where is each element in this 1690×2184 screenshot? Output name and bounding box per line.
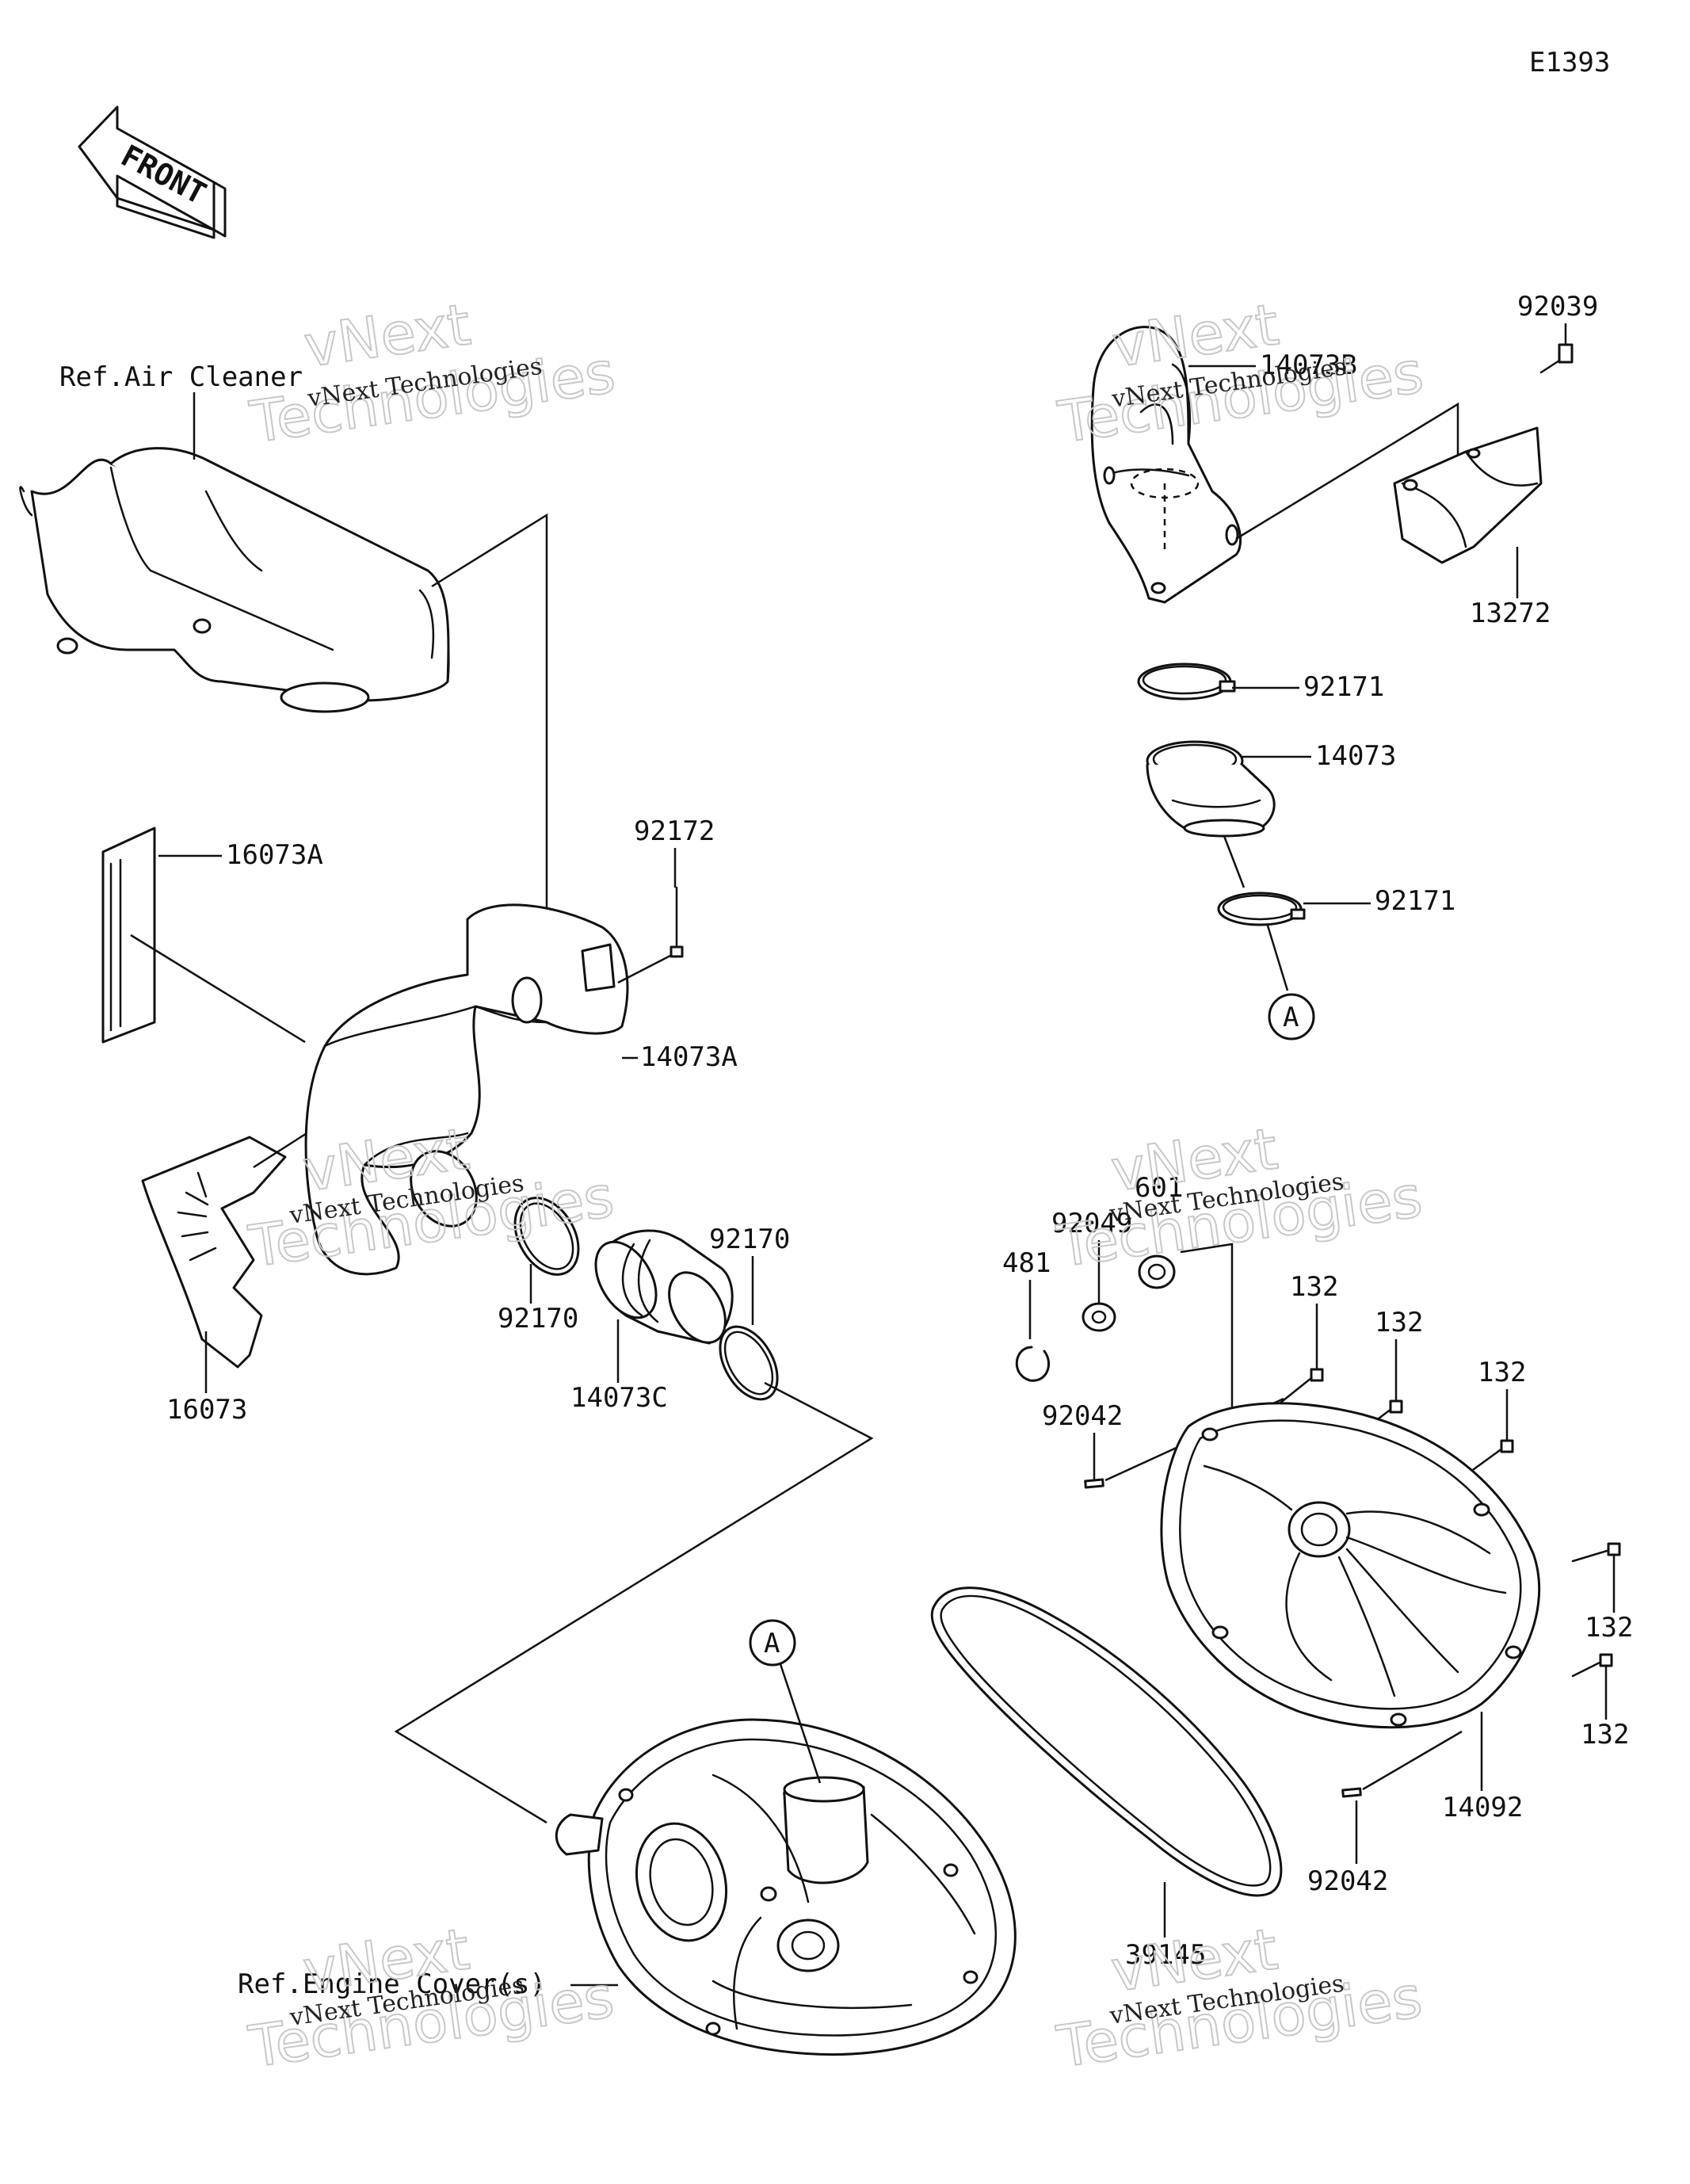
- clamp-92170-left: [513, 1197, 580, 1276]
- label-16073a: 16073A: [226, 839, 323, 871]
- label-92172: 92172: [634, 815, 715, 847]
- watermark-4: vNext Technologies vNext Technologies: [1052, 1114, 1427, 1281]
- watermark-6: vNext Technologies vNext Technologies: [1052, 1915, 1427, 2081]
- label-14073: 14073: [1315, 740, 1396, 772]
- gasket-39145: [930, 1586, 1283, 1897]
- diagram-id: E1393: [1529, 47, 1610, 78]
- label-92171-upper: 92171: [1303, 671, 1384, 703]
- shield-16073: [141, 1136, 287, 1369]
- label-14073b: 14073B: [1260, 349, 1357, 381]
- watermark-2: vNext Technologies vNext Technologies: [1053, 290, 1428, 456]
- air-cleaner-assembly: [19, 447, 450, 713]
- label-14073c: 14073C: [570, 1382, 668, 1414]
- marker-a-lower-label: A: [764, 1628, 780, 1659]
- label-132-d: 132: [1585, 1612, 1633, 1644]
- boot-14073: [1146, 740, 1276, 838]
- dowels-92042: [1084, 1478, 1362, 1798]
- seal-92049: [1082, 1302, 1116, 1332]
- label-92042-upper: 92042: [1042, 1400, 1123, 1432]
- label-16073: 16073: [166, 1394, 247, 1426]
- circlip-481: [1015, 1346, 1051, 1382]
- clamp-92171-lower: [1217, 892, 1306, 926]
- label-92170-right: 92170: [709, 1224, 790, 1255]
- duct-14073b: [1090, 326, 1242, 604]
- label-92042-lower: 92042: [1307, 1865, 1388, 1897]
- marker-a-lower: [749, 1619, 796, 1667]
- label-92049: 92049: [1051, 1208, 1132, 1239]
- screw-92172: [670, 886, 684, 958]
- label-132-a: 132: [1290, 1271, 1338, 1303]
- label-92170-left: 92170: [498, 1303, 578, 1334]
- label-481: 481: [1002, 1247, 1051, 1279]
- ref-engine-cover-label: Ref.Engine Cover(s): [238, 1968, 546, 2000]
- clamp-92170-right: [719, 1325, 779, 1401]
- panel-16073a: [101, 827, 156, 1044]
- screw-92039: [1539, 343, 1574, 374]
- label-14073a: 14073A: [640, 1041, 738, 1073]
- clamp-92171-upper: [1137, 662, 1236, 701]
- label-132-e: 132: [1581, 1719, 1629, 1751]
- bearing-601: [1138, 1254, 1176, 1289]
- label-132-b: 132: [1375, 1307, 1423, 1338]
- label-92171-lower: 92171: [1375, 885, 1455, 917]
- front-arrow-icon: FRONT: [78, 105, 227, 239]
- label-132-c: 132: [1478, 1357, 1526, 1388]
- marker-a-upper-label: A: [1283, 1002, 1299, 1033]
- engine-cover: [555, 1718, 1017, 2056]
- boot-14073c: [594, 1229, 734, 1345]
- watermark-3: vNext Technologies vNext Technologies: [244, 1114, 619, 1281]
- duct-14073a: [304, 903, 629, 1276]
- marker-a-upper: [1268, 993, 1315, 1040]
- label-601: 601: [1135, 1172, 1183, 1204]
- guard-13272: [1393, 426, 1543, 564]
- label-92039: 92039: [1517, 291, 1598, 323]
- label-13272: 13272: [1470, 598, 1551, 629]
- label-39145: 39145: [1125, 1939, 1206, 1971]
- label-14092: 14092: [1442, 1792, 1523, 1823]
- ref-air-cleaner-label: Ref.Air Cleaner: [59, 361, 303, 393]
- cover-14092: [1160, 1402, 1541, 1729]
